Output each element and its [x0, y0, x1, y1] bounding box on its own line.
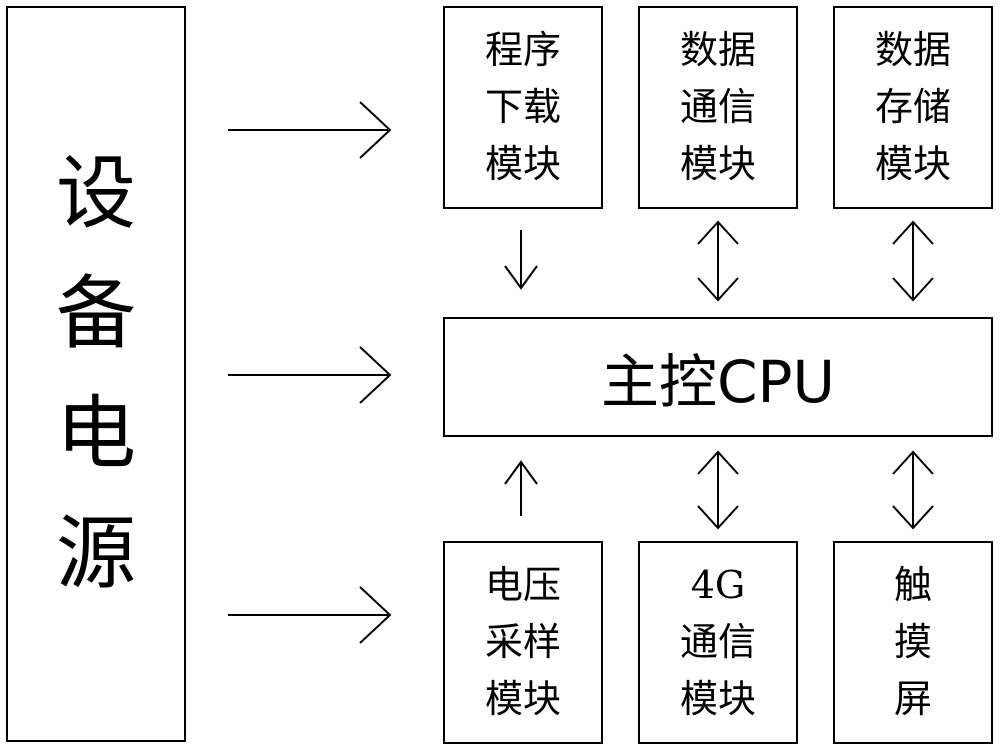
data-storage-module-box: 数据 存储 模块 [833, 6, 993, 209]
data-storage-cpu-double-arrow [892, 220, 934, 302]
module-label-line: 触 [893, 563, 932, 607]
power-supply-char: 备 [56, 267, 136, 360]
4g-cpu-double-arrow [697, 450, 739, 530]
power-supply-char: 源 [56, 507, 136, 600]
module-label-line: 数据 [679, 28, 756, 72]
module-label-line: 下载 [484, 85, 561, 129]
voltage-sampling-module-box: 电压 采样 模块 [443, 541, 603, 744]
power-arrow-bottom [228, 586, 392, 644]
module-label-line: 通信 [679, 620, 756, 664]
module-label-line: 4G [690, 563, 746, 607]
power-supply-char: 设 [56, 147, 136, 240]
power-supply-char: 电 [56, 387, 136, 480]
touchscreen-module-box: 触 摸 屏 [833, 541, 993, 744]
power-arrow-top [228, 101, 392, 159]
module-label-line: 模块 [679, 142, 756, 186]
data-comm-module-box: 数据 通信 模块 [638, 6, 798, 209]
module-label-line: 程序 [484, 28, 561, 72]
module-label-line: 模块 [679, 677, 756, 721]
module-label-line: 摸 [893, 620, 932, 664]
power-arrow-middle [228, 346, 392, 404]
voltage-to-cpu-arrow [504, 460, 538, 516]
module-label-line: 模块 [484, 142, 561, 186]
data-comm-cpu-double-arrow [697, 220, 739, 302]
cpu-label: 主控CPU [601, 348, 835, 416]
program-download-module-box: 程序 下载 模块 [443, 6, 603, 209]
download-to-cpu-arrow [504, 230, 538, 290]
module-label-line: 模块 [484, 677, 561, 721]
touchscreen-cpu-double-arrow [892, 450, 934, 530]
module-label-line: 电压 [484, 563, 561, 607]
module-label-line: 通信 [679, 85, 756, 129]
module-label-line: 采样 [484, 620, 561, 664]
power-supply-box: 设 备 电 源 [6, 6, 186, 742]
module-label-line: 存储 [874, 85, 951, 129]
power-supply-label: 设 备 电 源 [8, 8, 184, 740]
4g-comm-module-box: 4G 通信 模块 [638, 541, 798, 744]
cpu-box: 主控CPU [443, 317, 993, 437]
module-label-line: 数据 [874, 28, 951, 72]
module-label-line: 模块 [874, 142, 951, 186]
module-label-line: 屏 [893, 677, 932, 721]
